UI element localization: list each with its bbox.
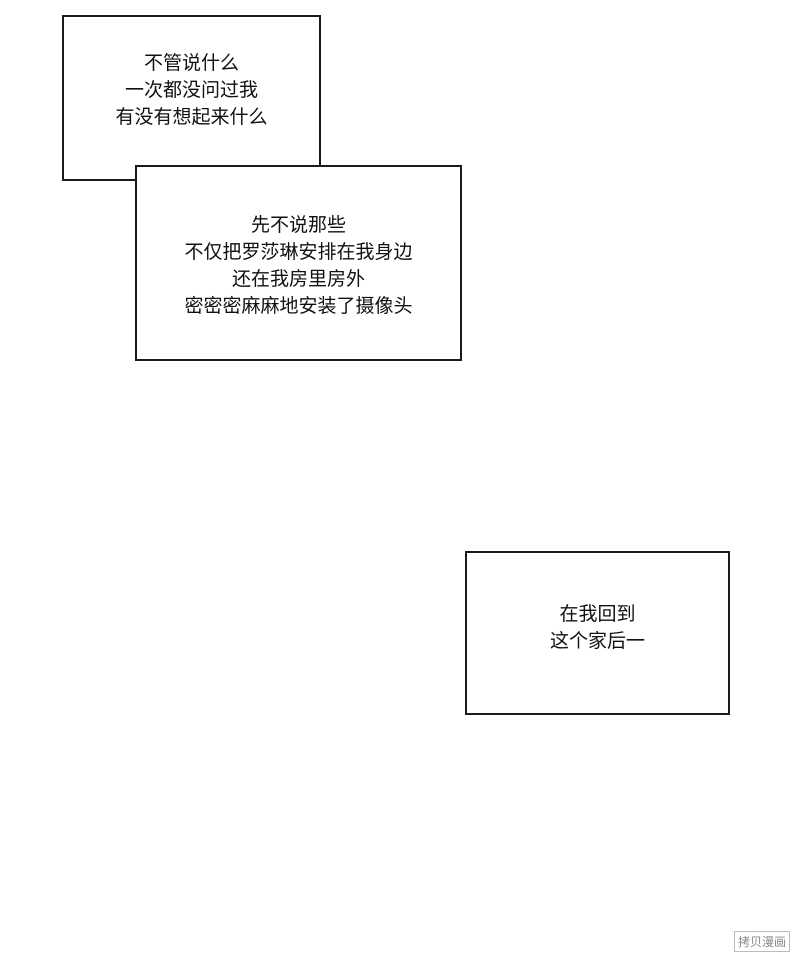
- text-line: 这个家后一: [549, 630, 645, 652]
- watermark-logo: 拷贝漫画: [733, 931, 790, 952]
- speech-box-2-text: 先不说那些 不仅把罗莎琳安排在我身边 还在我房里房外 密密密麻麻地安装了摄像头: [184, 212, 412, 320]
- text-line: 还在我房里房外: [231, 268, 365, 290]
- speech-box-1-text: 不管说什么 一次都没问过我 有没有想起来什么: [115, 50, 267, 131]
- text-line: 先不说那些: [250, 214, 346, 236]
- text-line: 有没有想起来什么: [115, 105, 268, 128]
- text-line: 密密密麻麻地安装了摄像头: [184, 295, 413, 317]
- speech-box-3-text: 在我回到 这个家后一: [550, 601, 645, 655]
- speech-box-2: 先不说那些 不仅把罗莎琳安排在我身边 还在我房里房外 密密密麻麻地安装了摄像头: [135, 165, 462, 361]
- text-line: 一次都没问过我: [124, 78, 258, 101]
- text-line: 在我回到: [559, 603, 636, 625]
- text-line: 不管说什么: [143, 51, 239, 74]
- speech-box-1: 不管说什么 一次都没问过我 有没有想起来什么: [62, 15, 321, 181]
- speech-box-3: 在我回到 这个家后一: [465, 551, 730, 715]
- text-line: 不仅把罗莎琳安排在我身边: [184, 241, 413, 263]
